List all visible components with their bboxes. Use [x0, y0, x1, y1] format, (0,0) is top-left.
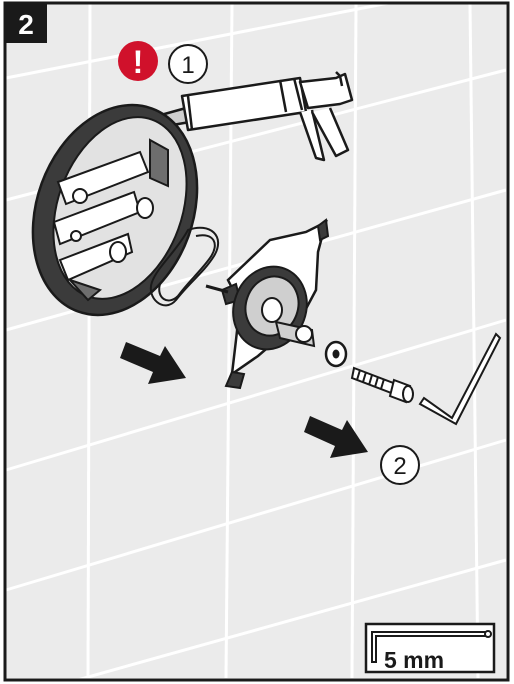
callout-1: 1: [168, 44, 208, 84]
tile-grid: [5, 0, 507, 684]
step-badge: 2: [5, 3, 47, 43]
callout-2: 2: [380, 445, 420, 485]
washer: [324, 340, 348, 368]
warning-symbol: !: [133, 44, 144, 80]
allen-key-icon: [371, 630, 492, 663]
direction-arrow-right: [304, 416, 368, 458]
hex-key: [418, 332, 502, 426]
valve-assembly: [205, 218, 330, 390]
diagram-frame: [3, 1, 510, 682]
callout-2-label: 2: [393, 453, 406, 480]
tool-size-label: 5 mm: [384, 647, 444, 673]
tool-size-box: 5 mm: [364, 622, 496, 674]
cap-screw: [350, 366, 414, 404]
mounting-plate: [31, 103, 199, 317]
warning-icon: !: [118, 41, 158, 81]
o-ring-seal: [149, 226, 220, 307]
step-number: 2: [18, 9, 34, 40]
callout-1-label: 1: [181, 52, 194, 79]
direction-arrow-left: [120, 342, 186, 384]
